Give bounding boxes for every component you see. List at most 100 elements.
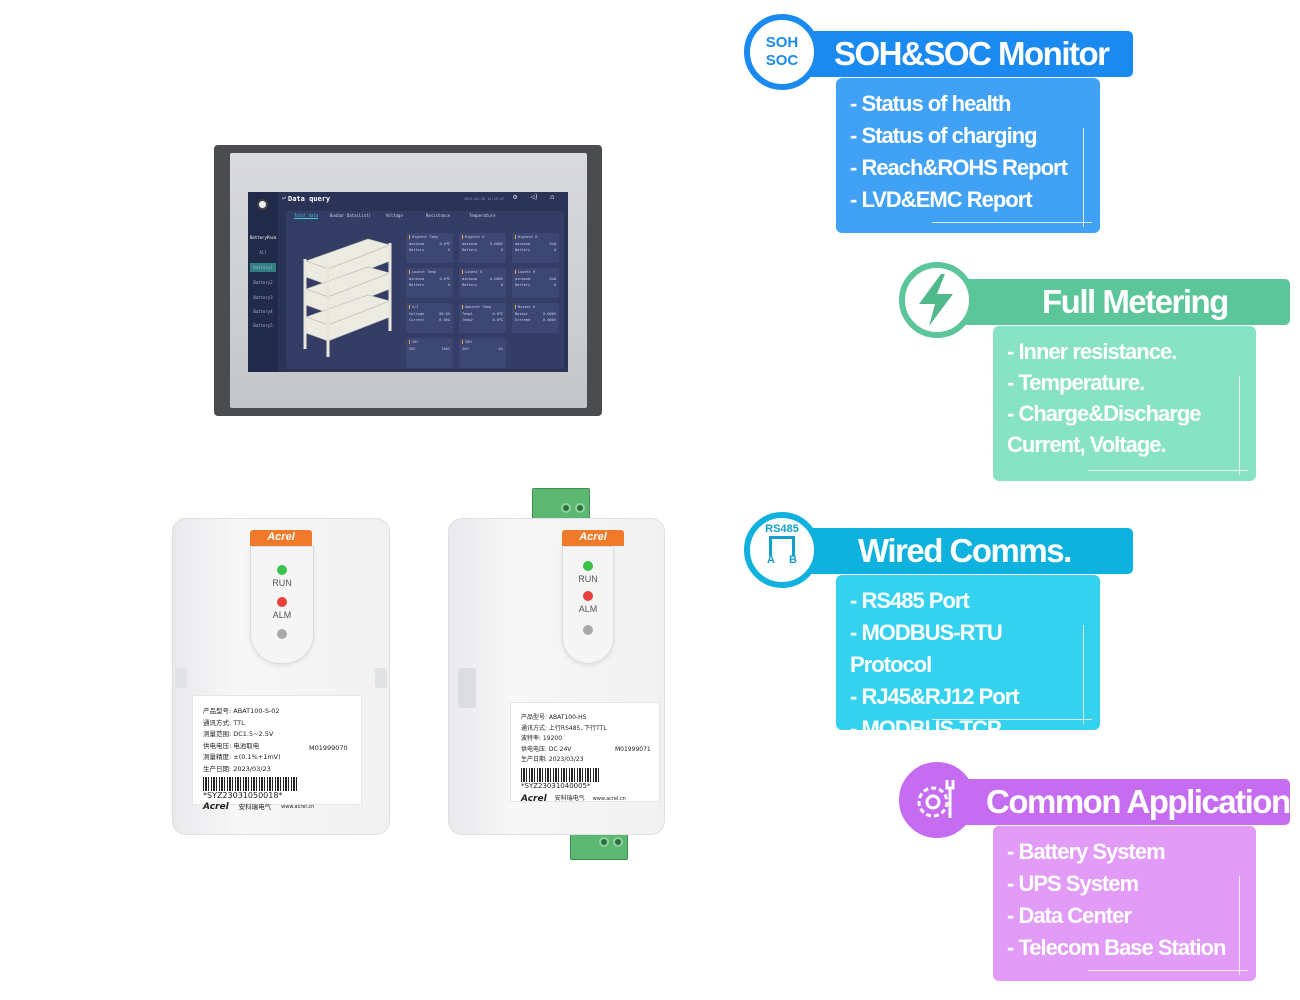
sidebar-item[interactable]: Battery5 (253, 323, 273, 328)
feature-item: - Temperature. (1007, 370, 1145, 395)
screen-sidebar: BatteryPack All Battery1 Battery2 Batter… (248, 192, 278, 372)
label-line: 波特率: 19200 (521, 735, 563, 742)
feature-item: - Inner resistance. (1007, 339, 1177, 364)
avatar (257, 199, 268, 210)
panel-comms-body: - RS485 Port - MODBUS-RTU Protocol - RJ4… (836, 575, 1100, 773)
card-label: Temp2 (462, 318, 473, 322)
feature-item: - Status of health (850, 91, 1011, 116)
card-value: 0.0℃ (492, 312, 503, 316)
panel-metering-header: Full Metering (960, 279, 1290, 325)
tab-busbar-data[interactable]: Busbar Data(List) (330, 213, 371, 218)
serial-number: *SYZ23031040005* (521, 781, 591, 790)
settings-icon[interactable]: ⚙ (513, 193, 518, 201)
card-label: maximum (515, 242, 531, 246)
label-line: 产品型号: ABAT100-S-02 (203, 707, 280, 715)
run-label: RUN (272, 578, 292, 588)
card-label: Temp1 (462, 312, 473, 316)
card-label: Current (409, 318, 425, 322)
product-code: M01999070 (309, 744, 348, 752)
alarm-led (583, 591, 593, 601)
barcode (203, 777, 298, 791)
sidebar-item-active[interactable]: Battery1 (250, 263, 276, 272)
barcode (521, 767, 601, 782)
sidebar-item[interactable]: Battery2 (253, 280, 273, 285)
back-icon[interactable]: ↩ (282, 194, 287, 202)
card-value: 0.0℃ (439, 242, 450, 246)
label-line: 通讯方式: TTL (203, 718, 245, 727)
panel-application-header: Common Application (960, 779, 1291, 825)
tab-total-data[interactable]: Total data (294, 213, 319, 219)
panel-comms-header: Wired Comms. (790, 528, 1133, 574)
sidebar-item[interactable]: All (259, 250, 267, 255)
screen-content: Total data Busbar Data(List) Voltage Res… (286, 211, 564, 369)
soh-soc-icon: SOH SOC (744, 14, 820, 90)
card-title: Highest U (462, 235, 503, 239)
website: www.acrel.cn (281, 804, 315, 810)
card-title: SOH (462, 340, 503, 344)
card-label: minimum (515, 277, 531, 281)
label-line: 测量精度: ±(0.1%+1mV) (203, 753, 281, 761)
website: www.acrel.cn (592, 795, 626, 802)
tab-temperature[interactable]: Temperature (469, 213, 496, 218)
sidebar-item[interactable]: Battery3 (253, 295, 273, 300)
led-window: RUN ALM (250, 546, 314, 664)
card-value: 0.0℃ (492, 318, 503, 322)
brand-logo: Acrel (250, 530, 312, 546)
bottom-terminal-block (570, 830, 628, 860)
card-label: minimum (409, 277, 425, 281)
label-line: 通讯方式: 上行RS485, 下行TTL (521, 724, 607, 732)
run-label: RUN (578, 574, 598, 584)
card-value: 0 (553, 248, 556, 252)
card-value: 0 (553, 283, 556, 287)
card-label: Busbar (515, 312, 528, 316)
feature-item: - Battery System (1007, 839, 1166, 864)
label-line: 供电电压: 电池取电 (203, 741, 260, 750)
product-code: M01999071 (615, 746, 651, 753)
card-value: 0.000V (543, 318, 556, 322)
card-value: 0.000V (490, 277, 503, 281)
sidebar-item[interactable]: Battery4 (253, 309, 273, 314)
home-icon[interactable]: ⌂ (550, 193, 555, 201)
card-title: Highest Temp (409, 235, 450, 239)
card-title: Busbar U (515, 305, 556, 309)
feature-item: - UPS System (1007, 871, 1139, 896)
tab-voltage[interactable]: Voltage (386, 213, 403, 218)
speaker-icon[interactable]: ◁) (530, 193, 539, 201)
card-title: Ambient Temp (462, 305, 503, 309)
alarm-label: ALM (578, 604, 598, 614)
label-line: 测量范围: DC1.5~2.5V (203, 730, 274, 738)
brand-text: Acrel (203, 802, 229, 812)
brand-logo: Acrel (562, 530, 624, 546)
company-name: 安科瑞电气 (554, 794, 585, 802)
product-label: 产品型号: ABAT100-S-02 通讯方式: TTL 测量范围: DC1.5… (192, 695, 362, 812)
feature-item: - Charge&Discharge (1007, 401, 1202, 426)
label-line: 生产日期: 2023/03/23 (203, 764, 271, 773)
tab-resistance[interactable]: Resistance (426, 213, 451, 218)
monitor-bezel: BatteryPack All Battery1 Battery2 Batter… (230, 153, 587, 408)
card-title: U/I (409, 305, 450, 309)
card-title: SOC (409, 340, 450, 344)
product-label: 产品型号: ABAT100-HS 通讯方式: 上行RS485, 下行TTL 波特… (510, 702, 660, 804)
battery-rack-image (303, 238, 392, 357)
top-terminal-block (532, 488, 590, 520)
status-led (583, 625, 593, 635)
screen-date: 2023-03-28 14:35:47 (464, 197, 505, 201)
card-value: 0.00A (439, 318, 450, 322)
card-label: Battery (409, 248, 425, 252)
